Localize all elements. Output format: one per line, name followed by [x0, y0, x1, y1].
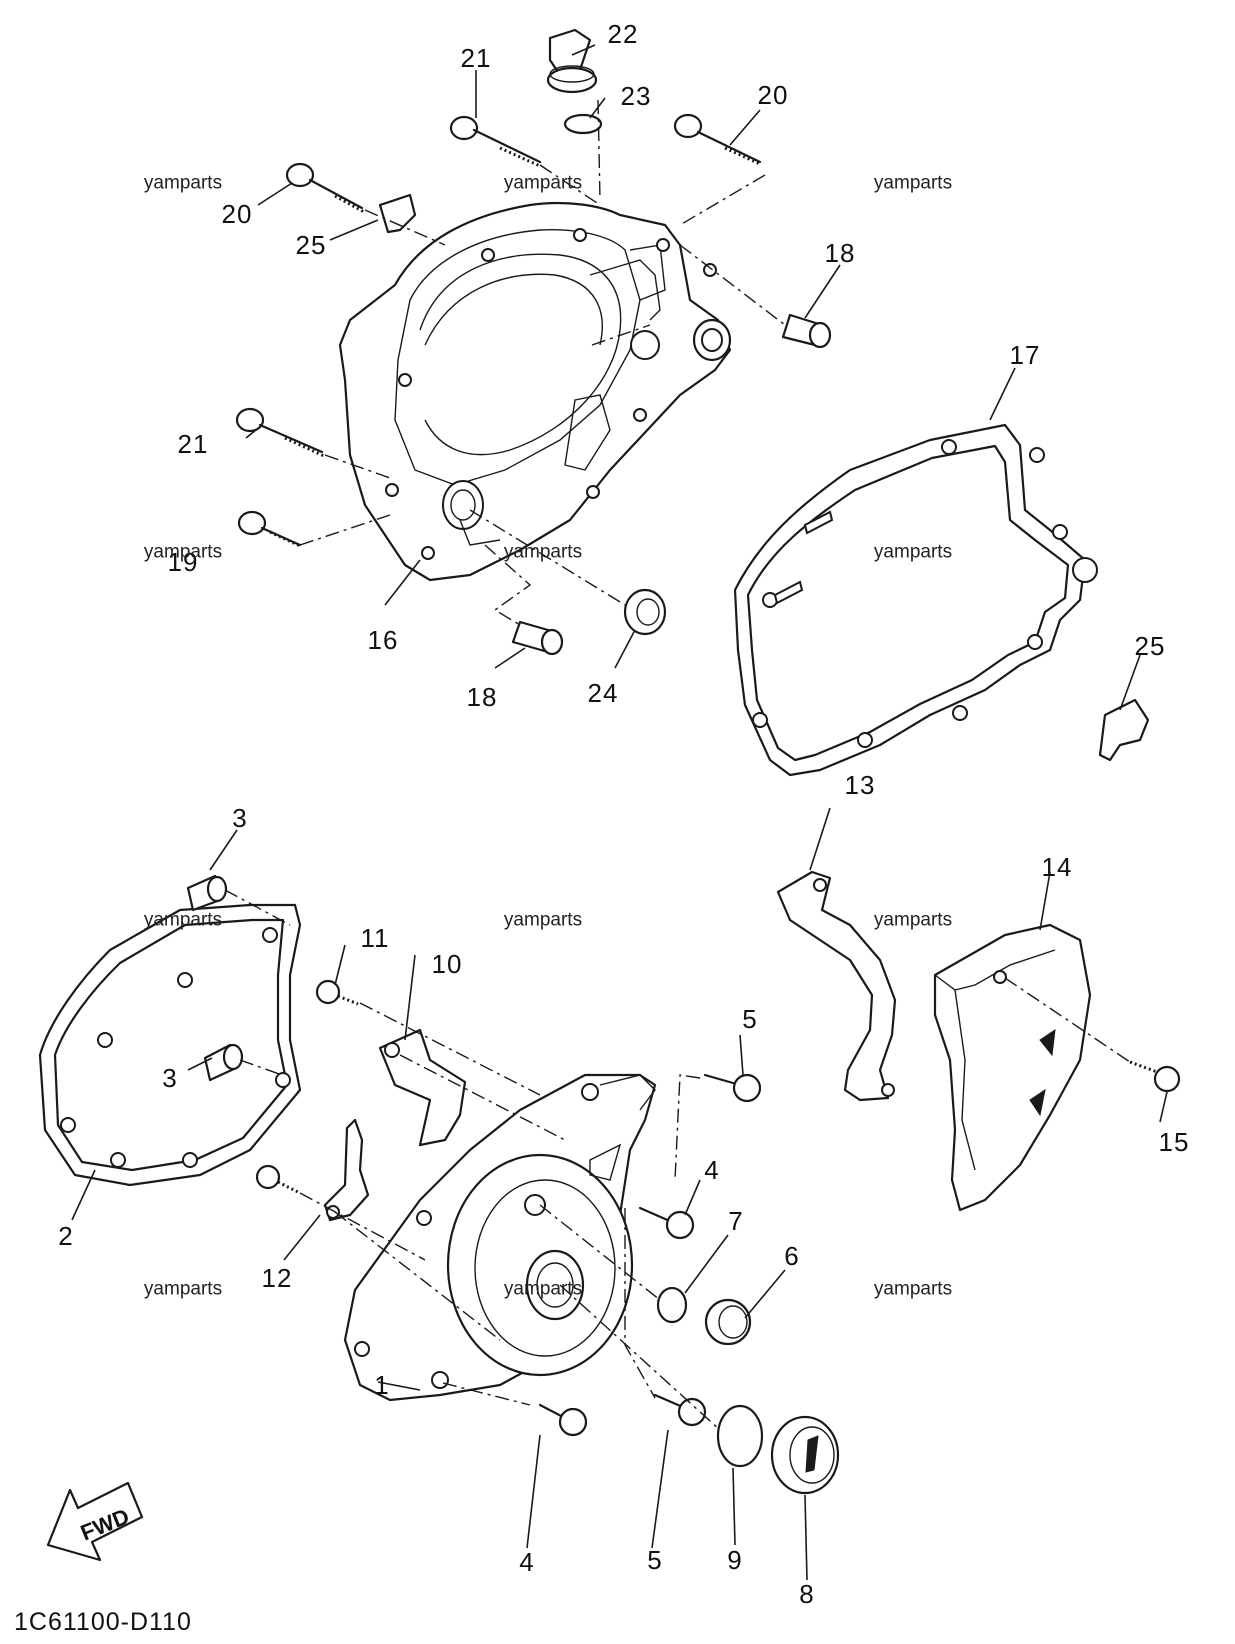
guide-part-12 [255, 1118, 370, 1222]
o-ring-part-7 [656, 1286, 688, 1324]
oil-filler-cap-part-22 [546, 28, 598, 94]
forward-direction-arrow [46, 1481, 144, 1562]
callout-1: 1 [374, 1370, 390, 1400]
callout-20-left: 20 [221, 199, 253, 229]
watermark: yamparts [873, 1278, 953, 1300]
crankcase-cover-part-16 [338, 201, 732, 582]
callout-7: 7 [728, 1206, 744, 1236]
watermark: yamparts [503, 541, 583, 563]
bolt-part-11 [315, 979, 359, 1006]
bolt-part-19 [237, 510, 302, 548]
callout-11: 11 [360, 923, 390, 953]
watermark: yamparts [143, 172, 223, 194]
crankcase-cover-part-1 [343, 1073, 657, 1402]
callout-19: 19 [167, 547, 199, 577]
callout-3-upper: 3 [232, 803, 248, 833]
watermark: yamparts [873, 909, 953, 931]
bolt-part-5-upper [703, 1073, 762, 1103]
watermark: yamparts [873, 172, 953, 194]
clip-part-25-right [1098, 698, 1150, 762]
callout-12: 12 [261, 1263, 293, 1293]
chain-guide-part-13 [776, 870, 897, 1102]
callout-2: 2 [58, 1221, 74, 1251]
bolt-part-4-lower [538, 1403, 588, 1437]
sprocket-cover-part-14 [933, 923, 1092, 1212]
callout-20-right: 20 [757, 80, 789, 110]
callout-8: 8 [799, 1579, 815, 1609]
callout-9: 9 [727, 1545, 743, 1575]
callout-3-lower: 3 [162, 1063, 178, 1093]
callout-21-left: 21 [177, 429, 209, 459]
bolt-part-21-upper [449, 115, 542, 168]
dowel-pin-part-3-upper [186, 874, 228, 912]
dowel-pin-part-18-lower [511, 620, 564, 656]
callout-22: 22 [607, 19, 639, 49]
dowel-pin-part-18-upper [781, 313, 832, 349]
oil-seal-part-24 [623, 588, 667, 636]
callout-25-right: 25 [1134, 631, 1166, 661]
bolt-part-15 [1129, 1060, 1181, 1093]
bracket-part-10 [378, 1028, 467, 1147]
watermark: yamparts [143, 1278, 223, 1300]
callout-5-lower: 5 [647, 1545, 663, 1575]
watermark: yamparts [873, 541, 953, 563]
alignment-lines [224, 99, 1131, 1431]
callout-18-upper: 18 [824, 238, 856, 268]
callout-13: 13 [844, 770, 876, 800]
callout-24: 24 [587, 678, 619, 708]
watermark: yamparts [143, 909, 223, 931]
bolt-part-20-left [285, 162, 365, 214]
gasket-part-2 [38, 903, 302, 1187]
callout-5-upper: 5 [742, 1004, 758, 1034]
watermark: yamparts [143, 541, 223, 563]
o-ring-part-9 [716, 1404, 764, 1468]
gasket-part-17 [733, 423, 1098, 777]
watermark: yamparts [503, 909, 583, 931]
callout-15: 15 [1158, 1127, 1190, 1157]
callout-23: 23 [620, 81, 652, 111]
plug-part-6 [704, 1298, 752, 1346]
bolt-part-20-right [673, 113, 762, 166]
callout-18-lower: 18 [466, 682, 498, 712]
bolt-part-21-left [235, 407, 325, 458]
plug-part-8 [770, 1415, 840, 1495]
callout-4-upper: 4 [704, 1155, 720, 1185]
bolt-part-4-upper [638, 1206, 695, 1240]
watermark: yamparts [503, 1278, 583, 1300]
callout-6: 6 [784, 1241, 800, 1271]
clip-part-25-upper [378, 193, 417, 234]
callout-16: 16 [367, 625, 399, 655]
o-ring-part-23 [563, 113, 603, 135]
callout-leaders [71, 44, 1168, 1581]
watermark: yamparts [503, 172, 583, 194]
dowel-pin-part-3-lower [203, 1043, 244, 1082]
callout-10: 10 [431, 949, 463, 979]
callout-17: 17 [1009, 340, 1041, 370]
callout-14: 14 [1041, 852, 1073, 882]
callout-4-lower: 4 [519, 1547, 535, 1577]
callout-21-upper: 21 [460, 43, 492, 73]
bolt-part-5-lower [653, 1393, 707, 1427]
callout-25-upper: 25 [295, 230, 327, 260]
diagram-code: 1C61100-D110 [14, 1608, 192, 1636]
